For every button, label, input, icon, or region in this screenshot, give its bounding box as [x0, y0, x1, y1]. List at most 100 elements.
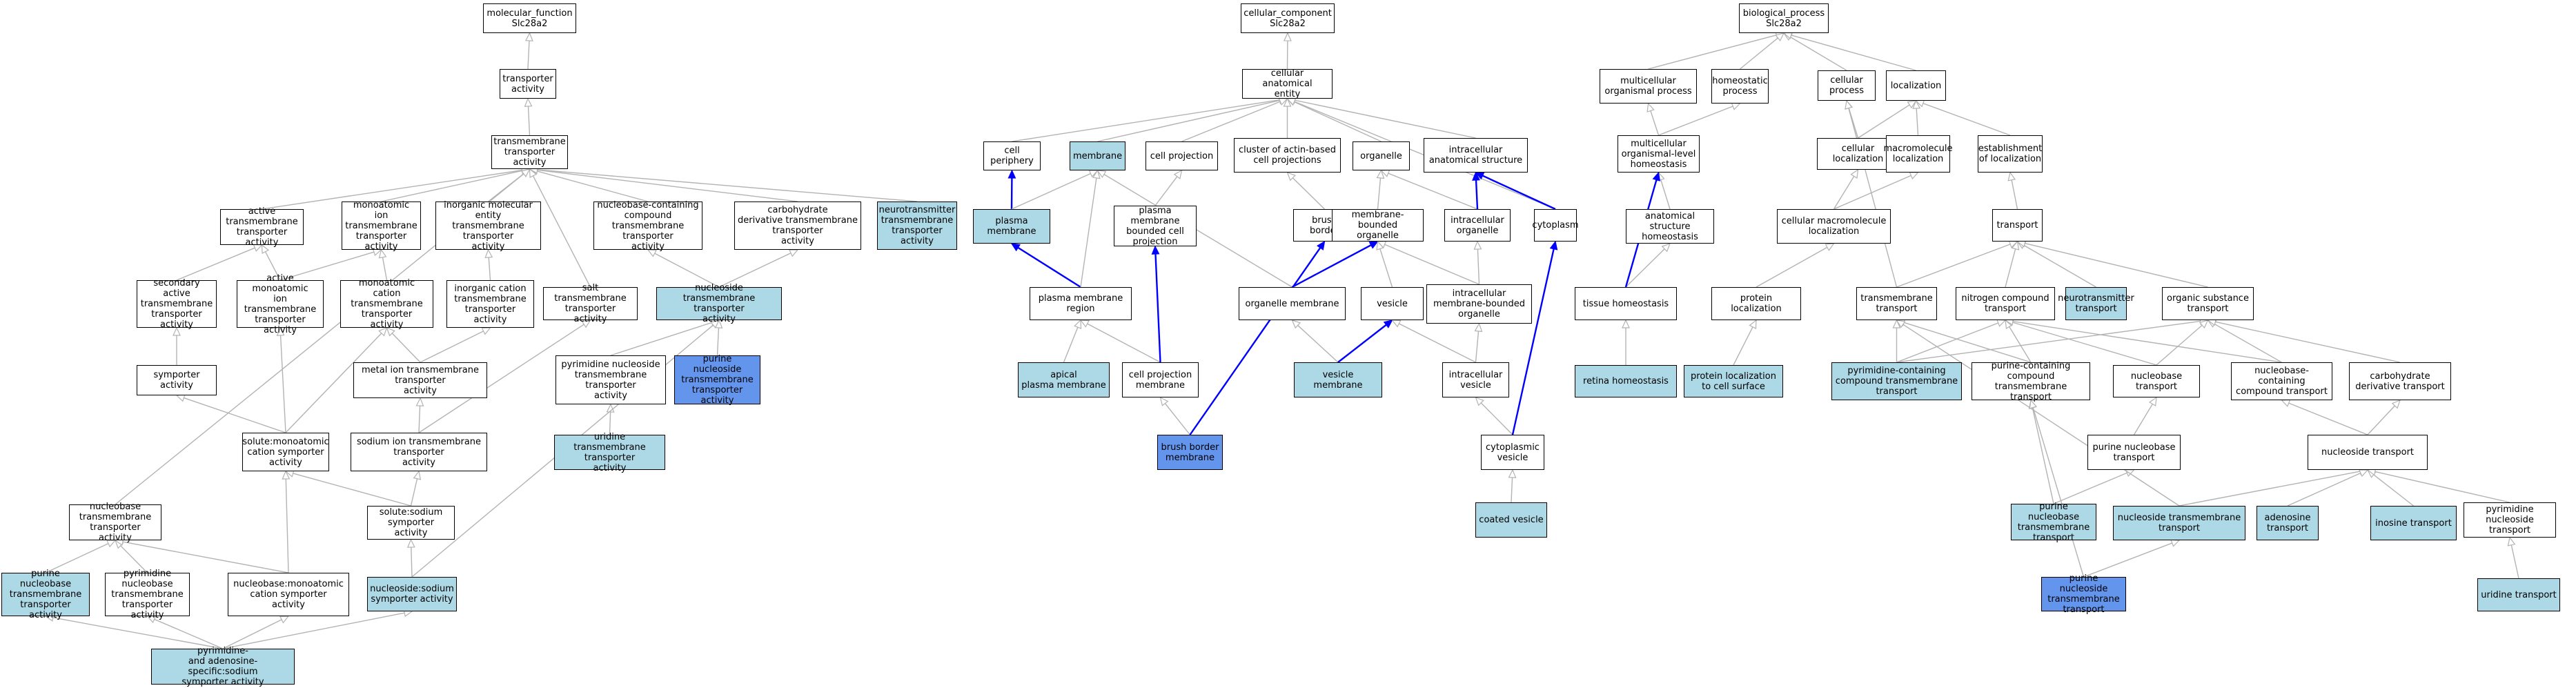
- arrowhead-cell_localization-to-localization: [1907, 100, 1917, 109]
- go-node-apical-pm: apical plasma membrane: [1018, 362, 1110, 397]
- edge-purine_nb_tm_act-to-nucleobase_tm_act: [45, 543, 109, 573]
- arrowhead-purine_ns_tm_transport-to-pur_cc_tm_transport: [2029, 399, 2038, 409]
- edge-metal_ion-to-inorganic_cation: [420, 331, 484, 363]
- arrowhead-macromol_loc-to-localization: [1912, 99, 1921, 109]
- arrowhead-retina_homeo-to-tissue_homeo: [1622, 319, 1630, 328]
- edge-active_tm-to-tm_transporter: [262, 169, 522, 210]
- go-node-active-tm: active transmembrane transporter activit…: [220, 206, 304, 248]
- edge-pur_cc_tm_transport-to-nitrogen_transport: [2009, 326, 2032, 363]
- go-node-localization: localization: [1886, 70, 1946, 101]
- edge-anat_homeo-to-multicell_homeo: [1660, 179, 1671, 210]
- go-node-multicell-homeo: multicellular organismal-level homeostas…: [1618, 135, 1700, 173]
- edge-nitrogen_transport-to-transport: [2005, 248, 2016, 288]
- edge-brush_border_membrane-to-brush_border: [1189, 247, 1321, 435]
- go-node-cell-projection: cell projection: [1146, 141, 1218, 170]
- go-node-cc-root: cellular_component Slc28a2: [1241, 3, 1335, 33]
- arrowhead-vesicle_membrane-to-organelle_membrane: [1291, 320, 1301, 329]
- edge-organelle_membrane-to-membrane: [1103, 174, 1292, 288]
- arrowhead-intracell_vesicle-to-intracell_mb_org: [1474, 322, 1483, 333]
- go-node-monoatomic-cation: monoatomic cation transmembrane transpor…: [340, 278, 433, 330]
- arrowhead-cyto_vesicle-to-cytoplasm: [1549, 240, 1558, 250]
- go-node-organelle: organelle: [1353, 141, 1410, 170]
- go-node-cyto-vesicle: cytoplasmic vesicle: [1481, 435, 1544, 470]
- go-node-cell-macromol-loc: cellular macromolecule localization: [1777, 209, 1891, 244]
- edge-nucleobase_transport-to-organic_transport: [2156, 324, 2203, 366]
- edge-nucleobase_cc-to-tm_transporter: [536, 170, 649, 202]
- arrowhead-brush_border-to-actin_cluster: [1286, 171, 1296, 181]
- edge-intracell_organelle-to-intracell_anat: [1475, 179, 1479, 210]
- edge-sodium_ion_tm-to-salt_tm: [418, 324, 584, 433]
- edge-nucleoside_transport-to-carbo_transport: [2367, 405, 2395, 435]
- go-node-multicell-proc: multicellular organismal process: [1600, 69, 1697, 104]
- edge-pyrimidine_ns_tm-to-nucleoside_tm_act: [610, 322, 712, 356]
- edge-tm_transport-to-cellular_process: [1848, 108, 1898, 288]
- go-node-retina-homeo: retina homeostasis: [1575, 365, 1677, 397]
- edge-brush_border_membrane-to-cell_proj_membrane: [1164, 403, 1191, 435]
- arrowhead-actin_cluster-to-cell_anat: [1283, 97, 1292, 107]
- edge-pm_bounded-to-cell_projection: [1154, 176, 1178, 206]
- arrowhead-tm_transport-to-cellular_process: [1845, 99, 1853, 110]
- go-node-intracell-vesicle: intracellular vesicle: [1442, 362, 1509, 397]
- go-node-tissue-homeo: tissue homeostasis: [1575, 287, 1677, 320]
- arrowhead-coated_vesicle-to-cyto_vesicle: [1508, 469, 1517, 478]
- go-node-purine-nb-transport: purine nucleobase transport: [2087, 435, 2181, 470]
- go-node-neurotrans-tm: neurotransmitter transmembrane transport…: [877, 202, 957, 250]
- arrowhead-nucleoside_tm_act-to-carbo_deriv_tm: [788, 249, 799, 257]
- edge-brush_border-to-actin_cluster: [1292, 177, 1325, 210]
- go-node-vesicle: vesicle: [1361, 287, 1424, 320]
- arrowhead-cytoplasm-to-intracell_anat: [1475, 172, 1485, 180]
- go-node-intracell-mb-org: intracellular membrane-bounded organelle: [1426, 284, 1532, 324]
- edge-nbcc_transport-to-nitrogen_transport: [2012, 320, 2282, 363]
- edge-pyr_ns_transport-to-nucleoside_transport: [2375, 471, 2510, 503]
- go-node-inosine-transport: inosine transport: [2370, 506, 2457, 540]
- arrowhead-nucleobase_cation-to-solute_cation_sym: [282, 470, 291, 480]
- go-node-cell-proj-membrane: cell projection membrane: [1122, 362, 1199, 397]
- edge-pyr_adenosine-to-pyrimidine_nb_tm: [154, 618, 224, 649]
- go-node-macromol-loc: macromolecule localization: [1884, 135, 1953, 173]
- edge-vesicle_membrane-to-vesicle: [1337, 324, 1387, 363]
- edge-intracell_vesicle-to-vesicle: [1399, 323, 1476, 363]
- arrowhead-protein_loc_surface-to-protein_loc: [1749, 319, 1757, 330]
- edge-inosine_transport-to-nucleoside_transport: [2373, 474, 2414, 507]
- go-node-pyr-adenosine: pyrimidine- and adenosine-specific:sodiu…: [151, 646, 295, 687]
- go-node-active-monoatomic: active monoatomic ion transmembrane tran…: [237, 273, 324, 335]
- go-node-protein-loc-surface: protein localization to cell surface: [1684, 365, 1783, 397]
- edge-carbo_deriv_tm-to-tm_transporter: [537, 169, 798, 202]
- go-node-coated-vesicle: coated vesicle: [1475, 502, 1547, 538]
- arrowhead-plasma_membrane-to-cell_periphery: [1007, 169, 1016, 179]
- edge-purine_nb_tm_transport-to-purine_nb_transport: [2053, 472, 2127, 504]
- go-node-monoatomic-ion-tm: monoatomic ion transmembrane transporter…: [342, 200, 421, 252]
- go-node-pyrimidine-nb-tm: pyrimidine nucleobase transmembrane tran…: [105, 569, 190, 620]
- arrowhead-pyr_cc_tm_transport-to-tm_transport: [1892, 319, 1901, 328]
- arrowhead-purine_ns_tm_transport-to-nucleoside_tm_transport: [2170, 539, 2181, 547]
- go-node-inorganic-mol: inorganic molecular entity transmembrane…: [435, 200, 541, 252]
- go-node-nucleoside-tm-act: nucleoside transmembrane transporter act…: [656, 283, 782, 324]
- edge-nbcc_transport-to-organic_transport: [2214, 323, 2282, 363]
- edge-nucleobase_cation-to-nucleobase_tm_act: [122, 541, 289, 573]
- go-node-anat-homeo: anatomical structure homeostasis: [1626, 209, 1714, 244]
- edge-cell_macromol_loc-to-cell_localization: [1833, 176, 1855, 210]
- arrowhead-nucleobase_transport-to-organic_transport: [2199, 320, 2209, 329]
- edge-cytoplasm-to-intracell_anat: [1482, 175, 1556, 210]
- go-node-pyrimidine-ns-tm: pyrimidine nucleoside transmembrane tran…: [555, 355, 666, 404]
- go-node-cellular-process: cellular process: [1818, 70, 1876, 101]
- edge-nucleobase_cation-to-solute_cation_sym: [285, 478, 289, 573]
- edge-secondary_active-to-active_tm: [176, 247, 255, 281]
- arrowhead-solute_cation_sym-to-monoatomic_cation: [378, 326, 388, 337]
- arrowhead-purine_nb_transport-to-nucleobase_transport: [2148, 396, 2157, 406]
- go-node-estab-loc: establishment of localization: [1978, 135, 2043, 173]
- go-node-cell-periphery: cell periphery: [983, 141, 1041, 170]
- arrowhead-transporter_act-to-mf_root: [525, 32, 533, 41]
- arrowhead-brush_border_membrane-to-brush_border: [1317, 240, 1326, 250]
- arrowhead-solute_sodium_sym-to-sodium_ion_tm: [413, 470, 422, 480]
- go-node-homeostatic: homeostatic process: [1711, 69, 1769, 104]
- arrowhead-pm_region-to-plasma_membrane: [1010, 243, 1021, 252]
- go-node-cell-anat: cellular anatomical entity: [1242, 68, 1333, 99]
- go-node-membrane: membrane: [1070, 141, 1125, 170]
- go-node-brush-border-membrane: brush border membrane: [1157, 435, 1223, 470]
- edge-nucleoside_tm_transport-to-nucleoside_transport: [2179, 471, 2361, 507]
- arrowhead-cell_proj_membrane-to-pm_region: [1079, 320, 1090, 328]
- arrowhead-nucleobase_tm_act-to-tm_transporter: [520, 168, 531, 177]
- edge-organic_transport-to-transport: [2025, 242, 2208, 288]
